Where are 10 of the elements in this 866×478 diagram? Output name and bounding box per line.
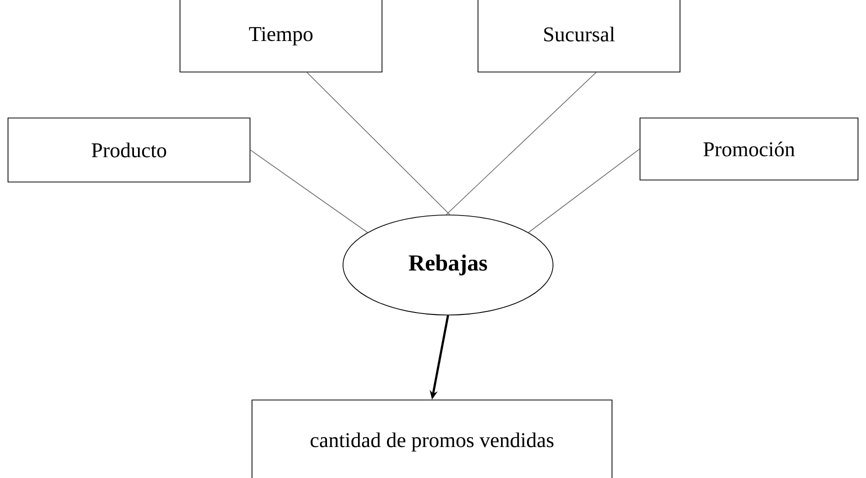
connector-line	[446, 72, 596, 215]
connector-line	[306, 72, 450, 215]
entity-box: Tiempo	[180, 0, 382, 72]
connector-line	[250, 150, 368, 233]
connector-line	[528, 148, 640, 233]
ellipse-node: Rebajas	[342, 214, 554, 316]
entity-box: Producto	[8, 118, 250, 182]
entity-box: Sucursal	[478, 0, 680, 72]
entity-box: cantidad de promos vendidas	[252, 400, 612, 478]
entity-box: Promoción	[640, 118, 858, 180]
